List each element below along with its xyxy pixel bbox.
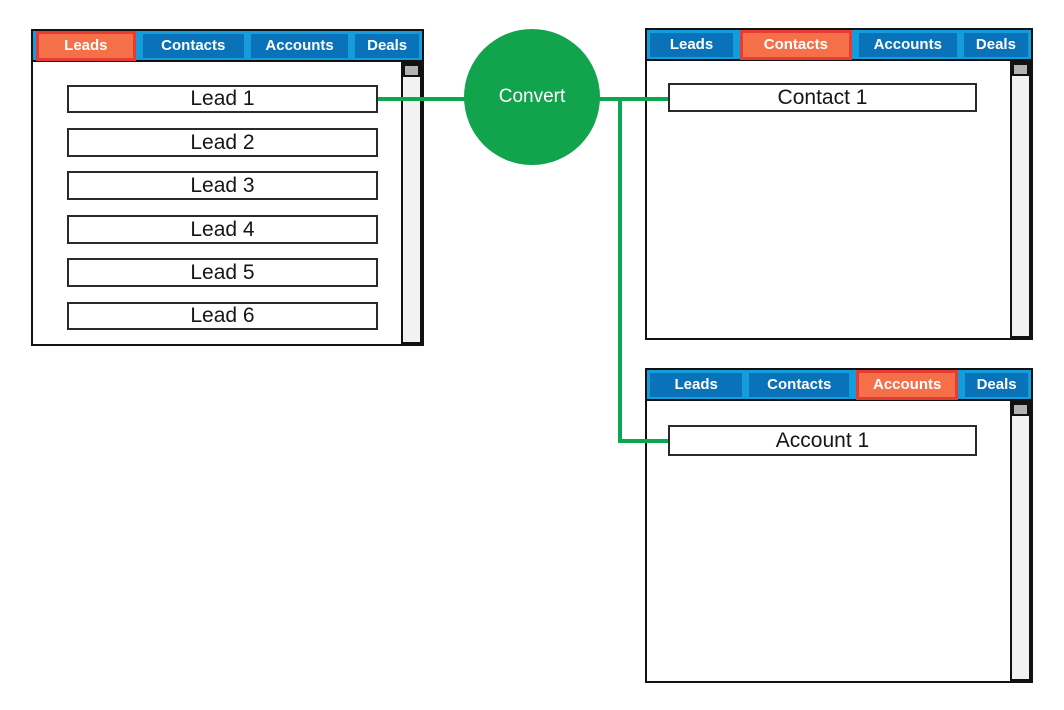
contacts-scrollbar-thumb[interactable] [1012, 63, 1029, 76]
tab-leads[interactable]: Leads [650, 32, 734, 57]
tab-accounts[interactable]: Accounts [858, 32, 957, 57]
convert-button[interactable]: Convert [464, 29, 600, 165]
lead-row-6[interactable]: Lead 6 [67, 302, 378, 330]
tab-leads[interactable]: Leads [36, 30, 136, 61]
contacts-panel: Leads Contacts Accounts Deals Contact 1 [645, 28, 1033, 340]
accounts-scrollbar-thumb[interactable] [1012, 403, 1029, 416]
accounts-panel: Leads Contacts Accounts Deals Account 1 [645, 368, 1033, 683]
lead-row-3[interactable]: Lead 3 [67, 171, 378, 200]
contacts-scrollbar[interactable] [1010, 61, 1031, 338]
lead-row-1[interactable]: Lead 1 [67, 85, 378, 113]
leads-panel-tabbar: Leads Contacts Accounts Deals [31, 29, 424, 62]
tab-contacts[interactable]: Contacts [142, 33, 244, 58]
lead-row-4[interactable]: Lead 4 [67, 215, 378, 244]
tab-contacts[interactable]: Contacts [749, 372, 850, 397]
tab-deals[interactable]: Deals [965, 372, 1029, 397]
leads-panel: Leads Contacts Accounts Deals Lead 1 Lea… [31, 29, 424, 346]
tab-leads[interactable]: Leads [650, 372, 743, 397]
accounts-panel-tabbar: Leads Contacts Accounts Deals [645, 368, 1033, 401]
lead-row-2[interactable]: Lead 2 [67, 128, 378, 157]
contact-row-1[interactable]: Contact 1 [668, 83, 977, 112]
tab-accounts[interactable]: Accounts [856, 369, 959, 400]
contacts-panel-tabbar: Leads Contacts Accounts Deals [645, 28, 1033, 61]
accounts-scrollbar[interactable] [1010, 401, 1031, 681]
lead-row-5[interactable]: Lead 5 [67, 258, 378, 287]
leads-scrollbar-thumb[interactable] [403, 64, 420, 77]
leads-scrollbar[interactable] [401, 62, 422, 344]
tab-deals[interactable]: Deals [963, 32, 1028, 57]
tab-accounts[interactable]: Accounts [250, 33, 349, 58]
tab-contacts[interactable]: Contacts [740, 29, 852, 60]
tab-deals[interactable]: Deals [355, 33, 419, 58]
account-row-1[interactable]: Account 1 [668, 425, 977, 456]
